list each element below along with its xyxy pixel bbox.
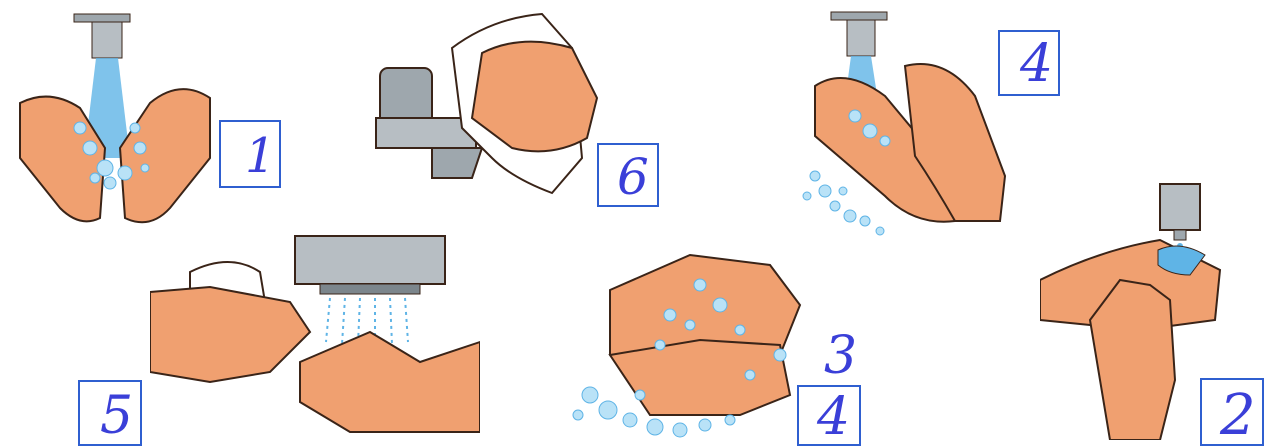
panel-lather-hands <box>570 245 820 445</box>
towel-and-dryer-illustration <box>150 232 480 442</box>
step-number-box-1: 1 <box>219 120 281 188</box>
rinse-hands-illustration <box>795 6 1010 246</box>
panel-rinse-hands <box>795 6 1010 246</box>
step-number-4-bottom: 4 <box>817 391 850 443</box>
step-number-correction-3: 3 <box>824 330 857 382</box>
paper-towel-illustration <box>372 8 602 203</box>
step-number-box-5: 5 <box>78 380 142 446</box>
step-number-box-4-bottom: 4 <box>797 385 861 446</box>
step-number-1: 1 <box>245 132 276 180</box>
step-number-2: 2 <box>1220 388 1256 444</box>
step-number-4-top: 4 <box>1020 38 1053 90</box>
panel-dry-with-towel-and-dryer <box>150 232 480 442</box>
step-number-box-6: 6 <box>597 143 659 207</box>
wet-hands-illustration <box>10 8 220 233</box>
step-number-6: 6 <box>617 152 649 202</box>
step-number-box-2: 2 <box>1200 378 1264 446</box>
panel-wet-hands <box>10 8 220 233</box>
step-number-5: 5 <box>100 390 133 442</box>
lather-hands-illustration <box>570 245 820 445</box>
panel-dry-with-paper-towel <box>372 8 602 203</box>
step-number-box-4-top: 4 <box>998 30 1060 96</box>
